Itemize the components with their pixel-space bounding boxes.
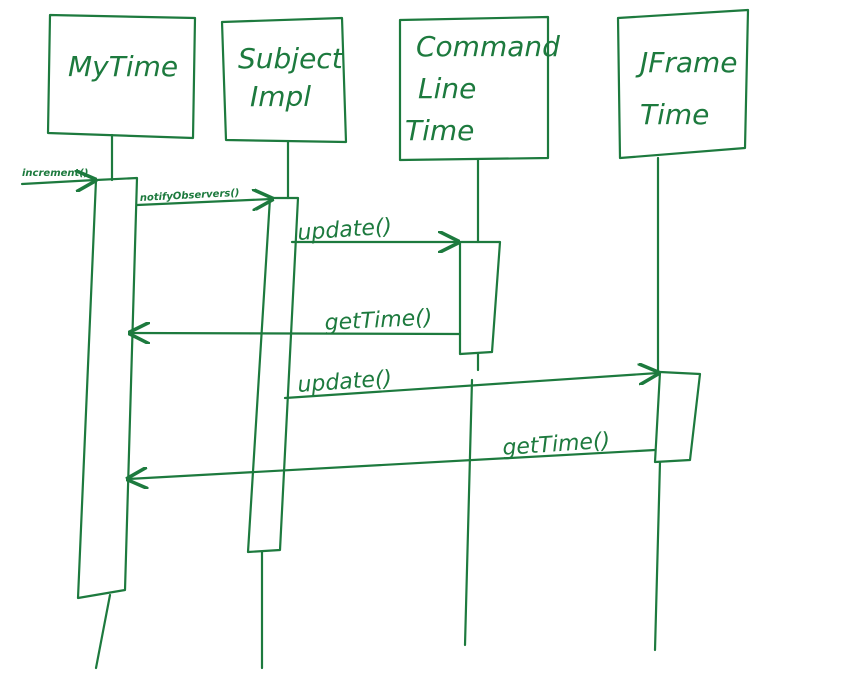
object-label-subjectimpl-2: Impl — [250, 80, 311, 113]
object-label-subjectimpl-1: Subject — [238, 42, 344, 75]
message-label-update-2: update() — [297, 366, 393, 398]
message-arrow-update-2 — [283, 373, 658, 400]
message-label-gettime-2: getTime() — [502, 429, 611, 461]
lifeline-mytime — [94, 133, 114, 670]
object-box-mytime — [46, 13, 197, 140]
object-label-jframetime-1: JFrame — [635, 46, 738, 79]
lifeline-subjectimpl — [260, 140, 290, 670]
message-label-increment: increment() — [22, 168, 88, 179]
object-label-commandlinetime-2: Line — [418, 72, 476, 105]
object-label-commandlinetime-3: Time — [405, 114, 474, 147]
object-box-commandlinetime — [398, 15, 550, 162]
activation-subjectimpl — [246, 196, 300, 554]
activation-mytime — [76, 176, 139, 600]
activation-jframetime — [653, 370, 702, 464]
message-arrow-gettime-2 — [128, 448, 657, 479]
message-label-gettime-1: getTime() — [324, 305, 433, 336]
object-label-commandlinetime-1: Command — [416, 30, 560, 63]
object-box-jframetime — [616, 8, 750, 160]
lifeline-commandlinetime — [463, 158, 480, 647]
object-label-jframetime-2: Time — [640, 98, 709, 131]
lifeline-jframetime — [653, 156, 662, 652]
object-box-subjectimpl — [220, 16, 348, 144]
object-label-mytime: MyTime — [68, 50, 178, 83]
message-label-notify-observers: notifyObservers() — [140, 188, 240, 204]
activation-commandlinetime — [458, 240, 502, 356]
message-arrow-increment — [20, 180, 95, 184]
message-arrow-gettime-1 — [130, 333, 462, 334]
message-arrow-notify-observers — [135, 199, 272, 205]
